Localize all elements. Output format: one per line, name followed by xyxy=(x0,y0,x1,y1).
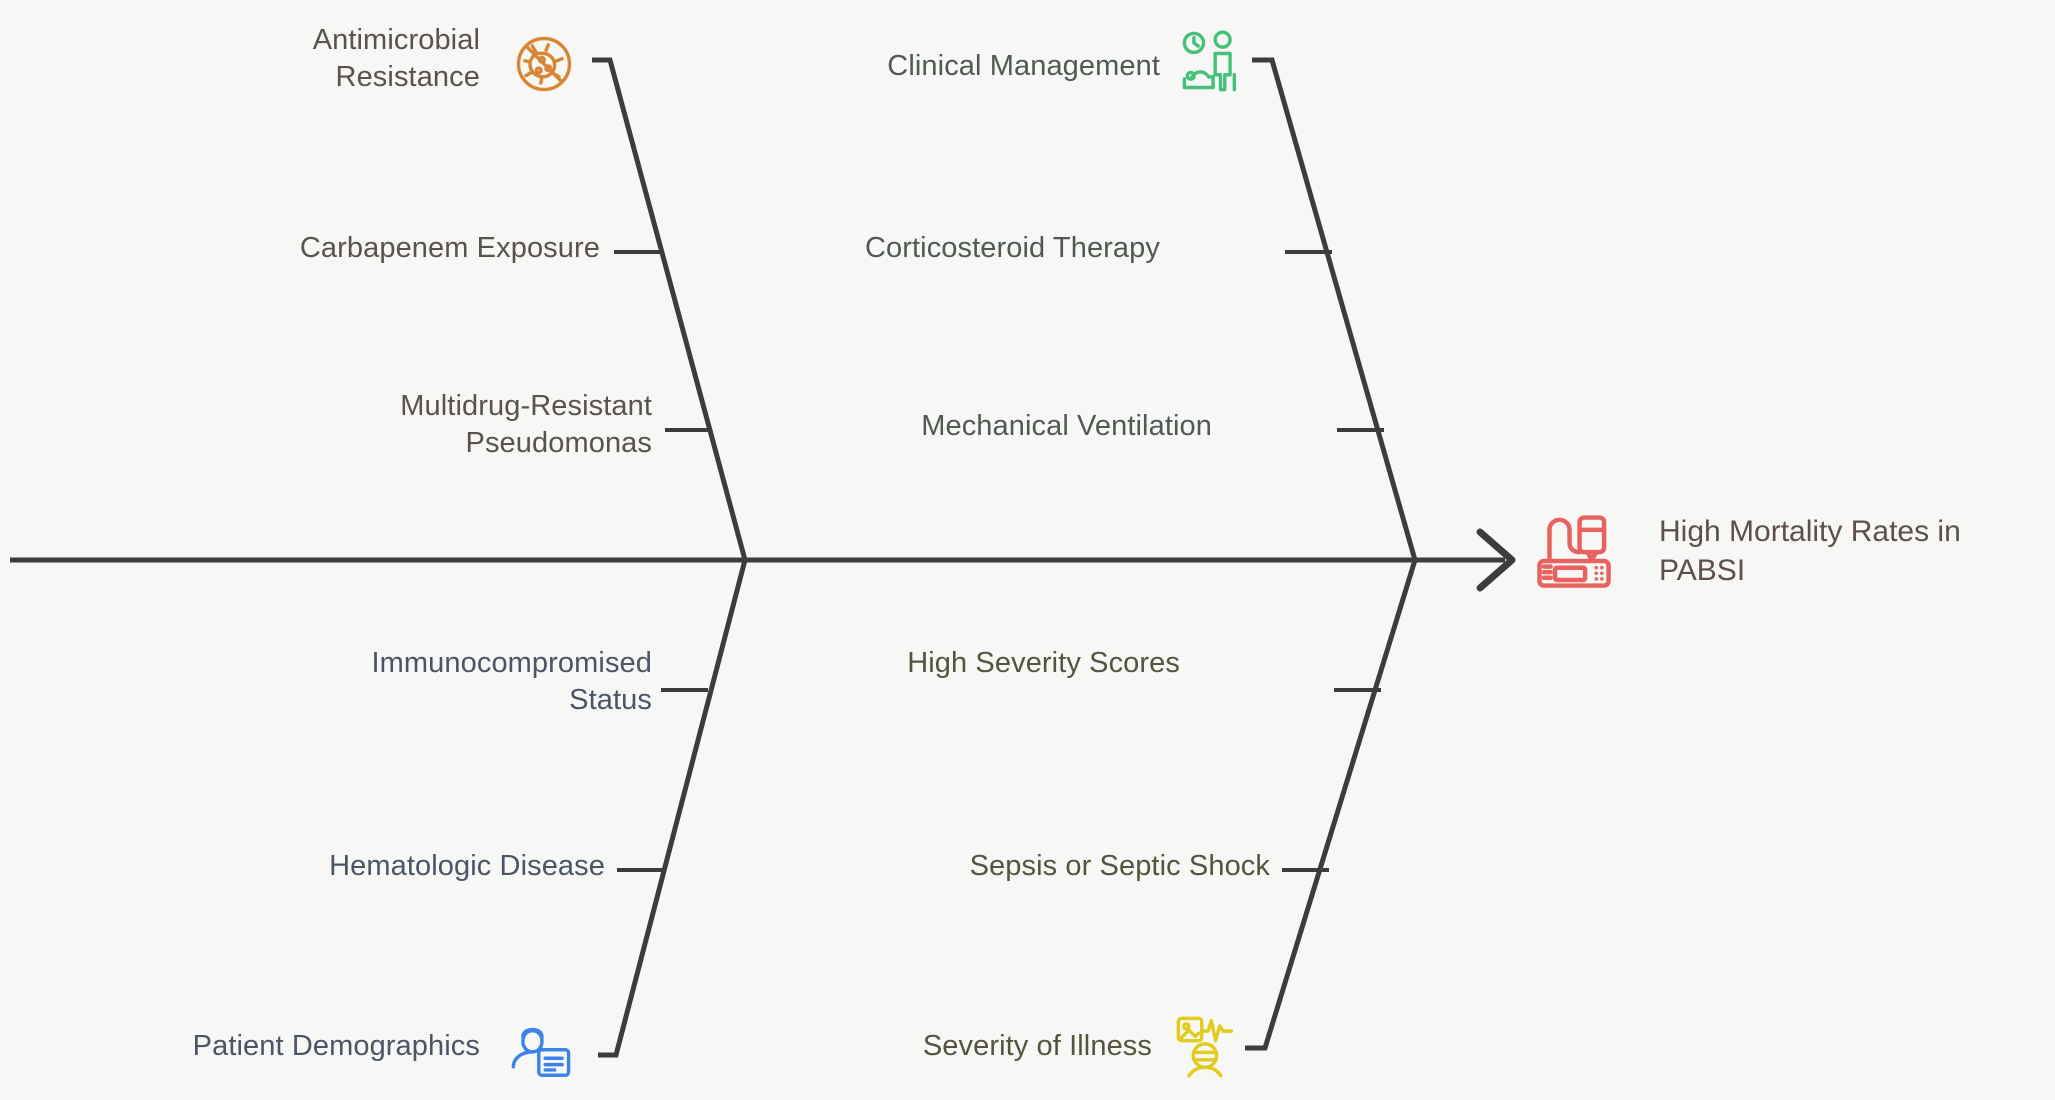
category-label-clinical-management: Clinical Management xyxy=(887,50,1160,82)
cause-label-carbapenem-exposure: Carbapenem Exposure xyxy=(299,232,600,264)
patient-record-icon xyxy=(508,1020,576,1093)
branch-severity-of-illness xyxy=(1245,559,1418,1051)
category-label-severity-of-illness: Severity of Illness xyxy=(922,1030,1152,1062)
branch-clinical-management xyxy=(1252,57,1418,561)
spine-arrowhead xyxy=(1476,528,1516,592)
cause-label-multidrug-resistant-pseudomonas: Multidrug-Resistant Pseudomonas xyxy=(400,390,652,460)
defibrillator-icon xyxy=(1533,512,1615,595)
cause-label-corticosteroid-therapy: Corticosteroid Therapy xyxy=(864,232,1160,264)
cause-label-hematologic-disease: Hematologic Disease xyxy=(329,850,605,882)
cause-label-high-severity-scores: High Severity Scores xyxy=(907,647,1180,679)
cause-label-mechanical-ventilation: Mechanical Ventilation xyxy=(921,410,1212,442)
category-label-antimicrobial-resistance: Antimicrobial Resistance xyxy=(312,24,480,94)
branch-antimicrobial-resistance xyxy=(592,57,748,561)
vitals-monitor-patient-icon xyxy=(1172,1012,1240,1085)
effect-label: High Mortality Rates in PABSI xyxy=(1659,515,1961,587)
patient-bedside-care-icon xyxy=(1178,28,1246,101)
cause-label-sepsis-or-septic-shock: Sepsis or Septic Shock xyxy=(969,850,1270,882)
category-label-patient-demographics: Patient Demographics xyxy=(192,1030,480,1062)
cause-label-immunocompromised-status: Immunocompromised Status xyxy=(371,647,652,717)
no-bacteria-icon xyxy=(510,30,578,103)
branch-patient-demographics xyxy=(598,559,748,1058)
